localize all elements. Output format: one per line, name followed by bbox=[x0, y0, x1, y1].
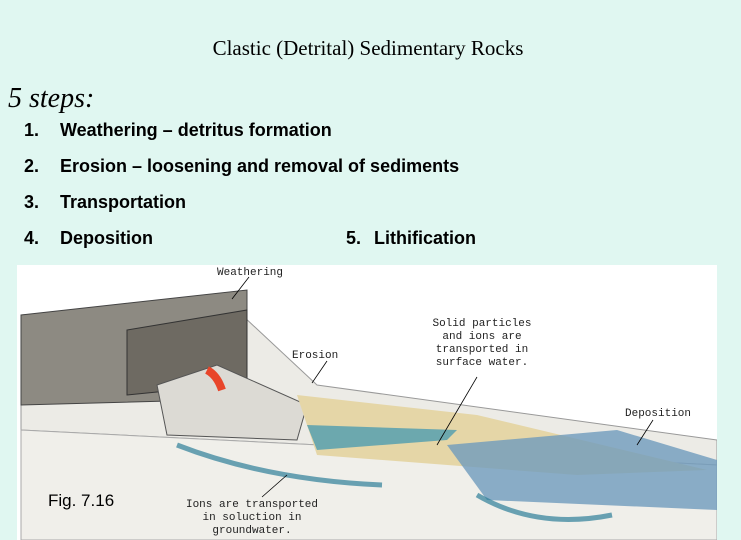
label-weathering: Weathering bbox=[217, 267, 284, 279]
steps-heading: 5 steps: bbox=[8, 83, 95, 114]
slide-title: Clastic (Detrital) Sedimentary Rocks bbox=[212, 36, 524, 60]
step-1: 1.Weathering – detritus formation bbox=[24, 120, 332, 140]
step-3: 3.Transportation bbox=[24, 192, 187, 212]
step-5: 5.Lithification bbox=[346, 228, 476, 248]
diagram-illustration bbox=[20, 276, 717, 540]
label-erosion: Erosion bbox=[292, 350, 339, 362]
step-4: 4.Deposition bbox=[24, 228, 153, 248]
figure-caption: Fig. 7.16 bbox=[48, 491, 115, 510]
label-groundwater: Ions are transported in soluction in gro… bbox=[185, 499, 319, 537]
sedimentary-process-diagram: Weathering Erosion Solid particles and i… bbox=[17, 265, 717, 540]
label-deposition: Deposition bbox=[625, 408, 692, 420]
step-2: 2.Erosion – loosening and removal of sed… bbox=[24, 156, 460, 176]
label-surface-water: Solid particles and ions are transported… bbox=[432, 318, 532, 369]
